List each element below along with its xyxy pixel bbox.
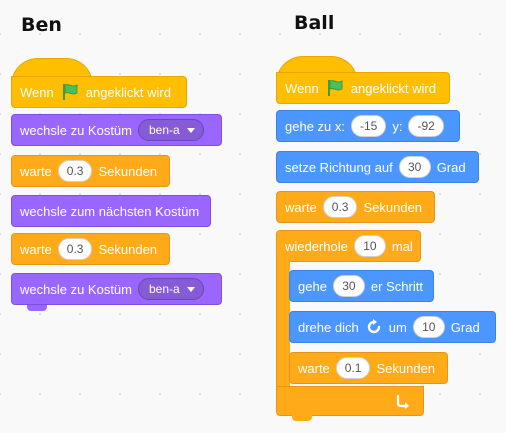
wait-seconds-input[interactable]: 0.1 bbox=[335, 357, 371, 379]
x-input[interactable]: -15 bbox=[351, 115, 387, 137]
wait-seconds-input[interactable]: 0.3 bbox=[322, 196, 358, 218]
repeat-c-foot bbox=[276, 386, 424, 416]
wait-block[interactable]: warte 0.3 Sekunden bbox=[11, 155, 170, 187]
block-text: warte bbox=[20, 163, 52, 179]
chevron-down-icon bbox=[186, 127, 195, 133]
y-input[interactable]: -92 bbox=[408, 115, 444, 137]
block-text: angeklickt wird bbox=[85, 84, 171, 100]
wait-seconds-input[interactable]: 0.3 bbox=[57, 160, 93, 182]
chevron-down-icon bbox=[186, 286, 195, 292]
dropdown-value: ben-a bbox=[149, 282, 180, 296]
block-text: gehe bbox=[298, 278, 327, 294]
block-text: Sekunden bbox=[98, 163, 158, 179]
next-costume-block[interactable]: wechsle zum nächsten Kostüm bbox=[11, 195, 211, 227]
block-text: Sekunden bbox=[98, 241, 158, 257]
go-to-xy-block[interactable]: gehe zu x: -15 y: -92 bbox=[276, 110, 460, 142]
block-notch bbox=[27, 305, 47, 311]
sprite-title-ball: Ball bbox=[294, 12, 335, 34]
rotate-clockwise-icon bbox=[365, 318, 383, 336]
block-text: warte bbox=[298, 360, 330, 376]
costume-dropdown[interactable]: ben-a bbox=[138, 278, 204, 300]
sprite-title-ben: Ben bbox=[21, 14, 62, 36]
wait-block[interactable]: warte 0.3 Sekunden bbox=[11, 233, 170, 265]
block-text: wechsle zu Kostüm bbox=[20, 122, 132, 138]
dropdown-value: ben-a bbox=[149, 123, 180, 137]
block-text: Sekunden bbox=[363, 199, 423, 215]
steps-input[interactable]: 30 bbox=[332, 275, 365, 297]
block-text: Sekunden bbox=[376, 360, 436, 376]
turn-degrees-input[interactable]: 10 bbox=[412, 316, 445, 338]
block-text: Grad bbox=[450, 319, 480, 335]
costume-dropdown[interactable]: ben-a bbox=[138, 119, 204, 141]
block-text: wechsle zu Kostüm bbox=[20, 281, 132, 297]
repeat-block[interactable]: wiederhole 10 mal bbox=[276, 230, 421, 262]
block-text: Wenn bbox=[285, 80, 319, 96]
switch-costume-block[interactable]: wechsle zu Kostüm ben-a bbox=[11, 273, 222, 305]
block-text: warte bbox=[20, 241, 52, 257]
when-flag-clicked-block[interactable]: Wenn angeklickt wird bbox=[276, 72, 450, 104]
block-notch bbox=[292, 415, 312, 421]
block-text: wechsle zum nächsten Kostüm bbox=[20, 203, 200, 219]
block-text: um bbox=[388, 319, 407, 335]
block-text: warte bbox=[285, 199, 317, 215]
repeat-c-arm bbox=[276, 261, 290, 387]
block-text: Grad bbox=[436, 159, 466, 175]
block-text: Wenn bbox=[20, 84, 54, 100]
wait-block[interactable]: warte 0.3 Sekunden bbox=[276, 191, 435, 223]
green-flag-icon bbox=[325, 78, 345, 98]
block-text: drehe dich bbox=[298, 319, 359, 335]
switch-costume-block[interactable]: wechsle zu Kostüm ben-a bbox=[11, 114, 222, 146]
turn-right-block[interactable]: drehe dich um 10 Grad bbox=[289, 311, 496, 343]
green-flag-icon bbox=[60, 82, 80, 102]
direction-input[interactable]: 30 bbox=[398, 156, 431, 178]
wait-seconds-input[interactable]: 0.3 bbox=[57, 238, 93, 260]
block-text: er Schritt bbox=[370, 278, 423, 294]
block-text: setze Richtung auf bbox=[285, 159, 393, 175]
block-text: gehe zu x: bbox=[285, 118, 345, 134]
loop-arrow-icon bbox=[395, 393, 411, 409]
block-text: mal bbox=[391, 238, 413, 254]
move-steps-block[interactable]: gehe 30 er Schritt bbox=[289, 270, 434, 302]
wait-block[interactable]: warte 0.1 Sekunden bbox=[289, 352, 448, 384]
point-in-direction-block[interactable]: setze Richtung auf 30 Grad bbox=[276, 151, 479, 183]
block-text: y: bbox=[392, 118, 403, 134]
block-text: angeklickt wird bbox=[350, 80, 436, 96]
when-flag-clicked-block[interactable]: Wenn angeklickt wird bbox=[11, 76, 187, 108]
block-text: wiederhole bbox=[285, 238, 348, 254]
repeat-count-input[interactable]: 10 bbox=[353, 235, 386, 257]
